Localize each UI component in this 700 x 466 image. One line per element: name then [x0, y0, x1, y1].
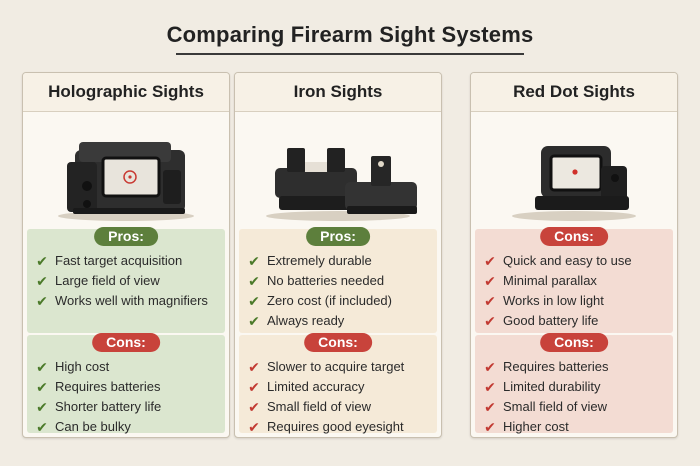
- cons-list: ✔High cost ✔Requires batteries ✔Shorter …: [35, 357, 161, 437]
- holographic-sight-image: [23, 112, 229, 226]
- check-icon: ✔: [248, 419, 260, 435]
- check-icon: ✔: [248, 399, 260, 415]
- check-icon: ✔: [248, 359, 260, 375]
- check-icon: ✔: [484, 253, 496, 269]
- pros-panel: Pros: ✔Extremely durable ✔No batteries n…: [239, 227, 437, 333]
- list-item: ✔Quick and easy to use: [484, 253, 632, 269]
- comparison-columns: Holographic Sights Pros: ✔Fast target ac…: [22, 72, 680, 438]
- check-icon: ✔: [36, 293, 48, 309]
- cons-panel: Cons: ✔High cost ✔Requires batteries ✔Sh…: [27, 333, 225, 435]
- cons-list: ✔Slower to acquire target ✔Limited accur…: [247, 357, 404, 437]
- cons-label: Cons:: [540, 333, 608, 352]
- cons-label: Cons:: [540, 227, 608, 246]
- check-icon: ✔: [484, 273, 496, 289]
- iron-sights-image: [235, 112, 441, 226]
- check-icon: ✔: [484, 293, 496, 309]
- cons-panel-bottom: Cons: ✔Requires batteries ✔Limited durab…: [475, 333, 673, 435]
- list-item: ✔Requires good eyesight: [248, 419, 404, 435]
- check-icon: ✔: [36, 399, 48, 415]
- list-item: ✔Can be bulky: [36, 419, 131, 435]
- check-icon: ✔: [484, 359, 496, 375]
- red-dot-card: Red Dot Sights Cons: ✔Quick and easy to …: [470, 72, 678, 438]
- check-icon: ✔: [484, 399, 496, 415]
- cons-panel-top: Cons: ✔Quick and easy to use ✔Minimal pa…: [475, 227, 673, 333]
- check-icon: ✔: [36, 273, 48, 289]
- list-item: ✔No batteries needed: [248, 273, 385, 289]
- list-item: ✔Slower to acquire target: [248, 359, 405, 375]
- list-item: ✔Extremely durable: [248, 253, 372, 269]
- iron-sights-card: Iron Sights Pros: ✔Extremely durable ✔No…: [234, 72, 442, 438]
- check-icon: ✔: [248, 293, 260, 309]
- red-dot-sight-image: [471, 112, 677, 226]
- check-icon: ✔: [248, 273, 260, 289]
- pros-label: Pros:: [306, 227, 370, 246]
- list-item: ✔Zero cost (if included): [248, 293, 392, 309]
- list-item: ✔Always ready: [248, 313, 345, 329]
- list-item: ✔Fast target acquisition: [36, 253, 183, 269]
- list-item: ✔Large field of view: [36, 273, 160, 289]
- cons-label: Cons:: [92, 333, 160, 352]
- list-item: ✔Small field of view: [248, 399, 372, 415]
- page-title: Comparing Firearm Sight Systems: [166, 22, 534, 47]
- list-item: ✔Requires batteries: [36, 379, 161, 395]
- list-item: ✔Works well with magnifiers: [36, 293, 208, 309]
- cons-list: ✔Quick and easy to use ✔Minimal parallax…: [483, 251, 632, 331]
- cons-label: Cons:: [304, 333, 372, 352]
- list-item: ✔Limited accuracy: [248, 379, 365, 395]
- list-item: ✔Minimal parallax: [484, 273, 597, 289]
- cons-list: ✔Requires batteries ✔Limited durability …: [483, 357, 609, 437]
- title-underline: [176, 53, 524, 55]
- check-icon: ✔: [484, 313, 496, 329]
- card-heading: Iron Sights: [235, 73, 441, 112]
- check-icon: ✔: [36, 359, 48, 375]
- check-icon: ✔: [484, 379, 496, 395]
- pros-label: Pros:: [94, 227, 158, 246]
- list-item: ✔High cost: [36, 359, 110, 375]
- card-heading: Holographic Sights: [23, 73, 229, 112]
- check-icon: ✔: [36, 253, 48, 269]
- list-item: ✔Works in low light: [484, 293, 604, 309]
- pros-list: ✔Fast target acquisition ✔Large field of…: [35, 251, 208, 311]
- check-icon: ✔: [248, 313, 260, 329]
- check-icon: ✔: [484, 419, 496, 435]
- list-item: ✔Limited durability: [484, 379, 601, 395]
- cons-panel: Cons: ✔Slower to acquire target ✔Limited…: [239, 333, 437, 435]
- card-heading: Red Dot Sights: [471, 73, 677, 112]
- check-icon: ✔: [36, 419, 48, 435]
- list-item: ✔Shorter battery life: [36, 399, 162, 415]
- list-item: ✔Small field of view: [484, 399, 608, 415]
- list-item: ✔Requires batteries: [484, 359, 609, 375]
- pros-list: ✔Extremely durable ✔No batteries needed …: [247, 251, 392, 331]
- holographic-card: Holographic Sights Pros: ✔Fast target ac…: [22, 72, 230, 438]
- list-item: ✔Good battery life: [484, 313, 599, 329]
- check-icon: ✔: [36, 379, 48, 395]
- check-icon: ✔: [248, 253, 260, 269]
- pros-panel: Pros: ✔Fast target acquisition ✔Large fi…: [27, 227, 225, 333]
- list-item: ✔Higher cost: [484, 419, 569, 435]
- check-icon: ✔: [248, 379, 260, 395]
